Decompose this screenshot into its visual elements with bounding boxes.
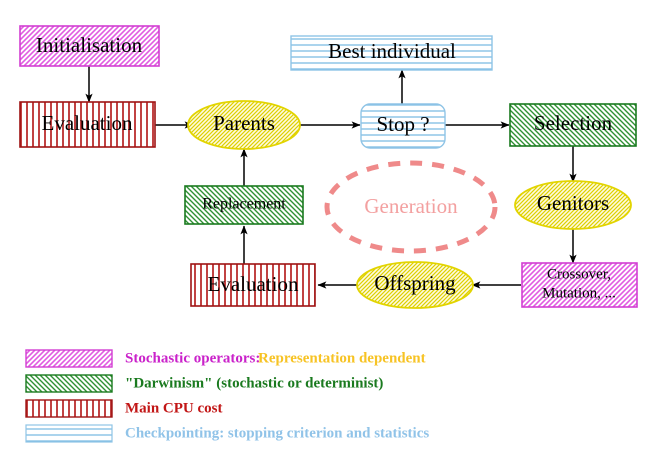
node-parents[interactable]: Parents bbox=[187, 100, 301, 150]
node-offspring[interactable]: Offspring bbox=[356, 261, 474, 309]
node-replacement[interactable]: Replacement bbox=[184, 185, 304, 225]
node-offspring-label: Offspring bbox=[374, 271, 456, 295]
node-crossover-mutation-label-line1: Crossover, bbox=[547, 266, 611, 282]
legend-swatch-cpu bbox=[25, 399, 113, 418]
node-best-individual-label: Best individual bbox=[328, 39, 456, 63]
legend-label-stochastic: Stochastic operators: bbox=[125, 350, 260, 366]
legend-swatch-darwinism bbox=[25, 374, 113, 393]
legend-label-representation: Representation dependent bbox=[258, 350, 426, 366]
legend-row-checkpoint: Checkpointing: stopping criterion and st… bbox=[25, 424, 429, 443]
node-initialisation[interactable]: Initialisation bbox=[19, 25, 160, 67]
node-genitors-label: Genitors bbox=[537, 191, 609, 215]
node-crossover-mutation[interactable]: Crossover, Mutation, ... bbox=[521, 262, 638, 308]
node-evaluation-bottom-label: Evaluation bbox=[208, 272, 299, 296]
node-best-individual[interactable]: Best individual bbox=[290, 35, 493, 71]
node-crossover-mutation-label-line2: Mutation, ... bbox=[542, 285, 616, 301]
node-evaluation-top[interactable]: Evaluation bbox=[19, 101, 156, 148]
diagram-edges bbox=[85, 66, 577, 289]
node-stop-label: Stop ? bbox=[376, 112, 429, 136]
node-genitors[interactable]: Genitors bbox=[514, 180, 632, 230]
node-generation-label: Generation bbox=[364, 194, 458, 218]
legend-label-cpu: Main CPU cost bbox=[125, 400, 223, 416]
legend-label-checkpoint: Checkpointing: stopping criterion and st… bbox=[125, 425, 429, 441]
legend-label-darwinism: "Darwinism" (stochastic or determinist) bbox=[125, 375, 383, 391]
node-selection[interactable]: Selection bbox=[509, 103, 637, 147]
legend-row-stochastic: Stochastic operators: Representation dep… bbox=[25, 349, 426, 368]
node-replacement-label: Replacement bbox=[202, 196, 286, 213]
node-generation-annotation: Generation bbox=[324, 160, 498, 254]
legend-row-darwinism: "Darwinism" (stochastic or determinist) bbox=[25, 374, 383, 393]
node-selection-label: Selection bbox=[534, 111, 613, 135]
node-initialisation-label: Initialisation bbox=[36, 33, 143, 57]
legend-swatch-checkpoint bbox=[25, 424, 113, 443]
legend: Stochastic operators: Representation dep… bbox=[25, 349, 429, 443]
legend-row-cpu: Main CPU cost bbox=[25, 399, 223, 418]
node-evaluation-bottom[interactable]: Evaluation bbox=[190, 263, 316, 307]
legend-swatch-stochastic bbox=[25, 349, 113, 368]
node-parents-label: Parents bbox=[213, 111, 275, 135]
node-stop[interactable]: Stop ? bbox=[360, 103, 446, 149]
node-evaluation-top-label: Evaluation bbox=[42, 111, 133, 135]
